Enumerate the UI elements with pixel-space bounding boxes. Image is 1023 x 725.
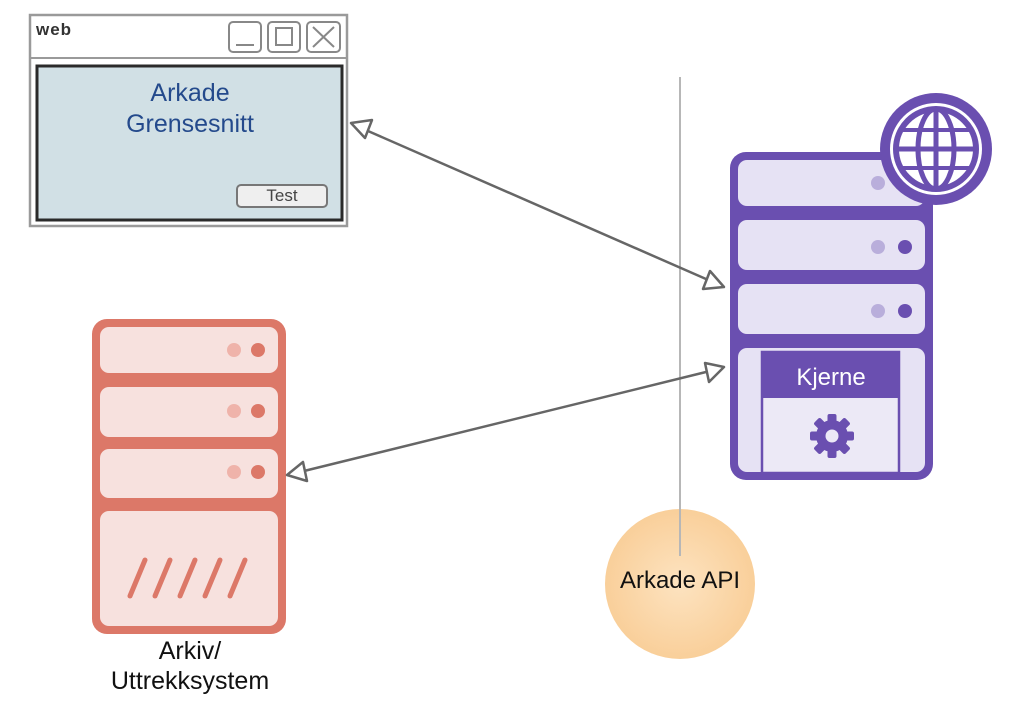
gear-icon — [810, 414, 854, 458]
api-circle — [605, 509, 755, 659]
kjerne-label: Kjerne — [796, 364, 866, 391]
maximize-icon[interactable] — [267, 21, 301, 53]
arrow-web-to-core — [349, 118, 726, 291]
web-window-title: web — [36, 20, 73, 39]
test-button-frame[interactable] — [236, 184, 328, 208]
test-button[interactable]: Test — [266, 186, 298, 205]
gui-title-line2: Grensesnitt — [126, 110, 254, 138]
kjerne-module — [760, 350, 901, 475]
gui-title-line1: Arkade — [150, 79, 230, 107]
archive-label-line2: Uttrekksystem — [110, 667, 270, 695]
globe-icon — [880, 93, 992, 205]
archive-label: Arkiv/ Uttrekksystem — [90, 636, 290, 696]
api-label: Arkade API — [619, 567, 741, 594]
archive-server — [92, 319, 286, 634]
close-icon[interactable] — [306, 21, 341, 53]
vent-slashes — [127, 557, 248, 599]
core-server — [730, 93, 992, 480]
arrow-core-to-archive — [285, 361, 726, 483]
web-window — [28, 13, 349, 228]
gui-title: Arkade Grensesnitt — [60, 78, 320, 140]
minimize-icon[interactable] — [228, 21, 262, 53]
archive-label-line1: Arkiv/ — [158, 637, 222, 665]
